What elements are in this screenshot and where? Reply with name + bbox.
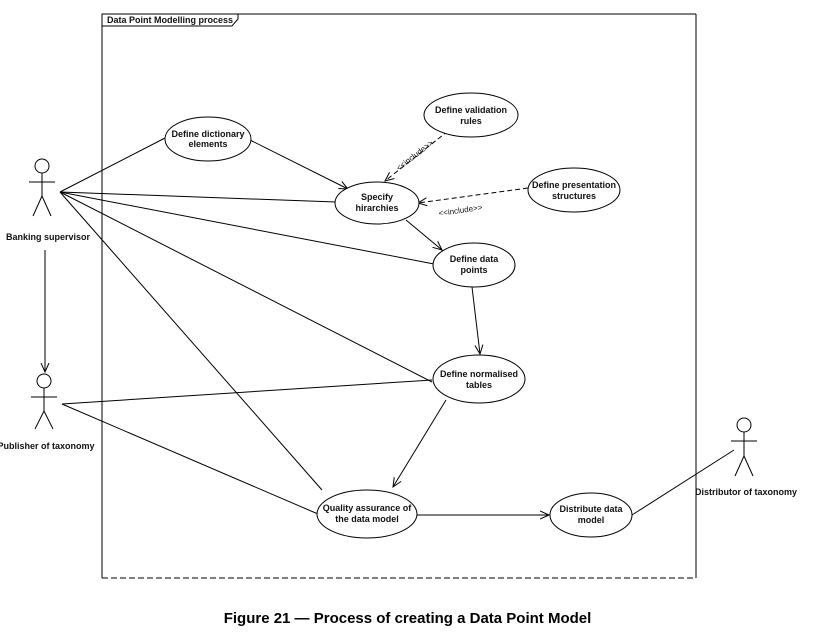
use-case-label-line: points — [461, 265, 488, 275]
use-case-specify-hierarchies: Specify hirarchies — [334, 181, 420, 225]
include-label-validation: <<include>> — [395, 138, 436, 172]
use-case-label-line: Define data — [450, 254, 500, 264]
actor-label: Publisher of taxonomy — [0, 441, 95, 451]
use-case-label-line: Specify — [361, 192, 393, 202]
actor-label: Banking supervisor — [6, 232, 91, 242]
use-case-label-line: Distribute data — [559, 504, 623, 514]
use-case-define-data-points: Define data points — [432, 242, 516, 288]
stick-figure-icon — [31, 373, 57, 430]
actor-banking-supervisor: Banking supervisor — [6, 158, 91, 242]
actor-publisher: Publisher of taxonomy — [0, 373, 95, 451]
actor-label: Distributor of taxonomy — [695, 487, 797, 497]
system-frame: Data Point Modelling process — [101, 13, 697, 579]
use-case-quality-assurance: Quality assurance of the data model — [316, 489, 418, 539]
use-case-diagram: Data Point Modelling process <<include>>… — [0, 13, 797, 579]
frame-title: Data Point Modelling process — [107, 15, 233, 25]
use-case-label-line: structures — [552, 191, 596, 201]
use-case-label-line: Define presentation — [532, 180, 616, 190]
use-case-label-line: hirarchies — [355, 203, 398, 213]
use-case-label-line: model — [578, 515, 605, 525]
use-case-label-line: Define normalised — [440, 369, 518, 379]
use-case-label-line: Define dictionary — [171, 129, 244, 139]
actor-distributor: Distributor of taxonomy — [695, 417, 797, 497]
associations — [59, 137, 735, 516]
use-case-define-presentation: Define presentation structures — [527, 167, 621, 213]
stick-figure-icon — [29, 158, 55, 217]
use-case-label-line: the data model — [335, 514, 399, 524]
use-case-label-line: tables — [466, 380, 492, 390]
flow-arrows — [249, 139, 549, 515]
use-case-label-line: elements — [188, 139, 227, 149]
stick-figure-icon — [731, 417, 757, 477]
frame-title-tab — [101, 13, 239, 27]
figure-caption: Figure 21 — Process of creating a Data P… — [223, 610, 592, 627]
use-case-label-line: Define validation — [435, 105, 507, 115]
include-label-presentation: <<include>> — [438, 203, 483, 218]
include-dependencies — [385, 130, 529, 203]
use-case-label-line: Quality assurance of — [323, 503, 413, 513]
use-case-distribute-model: Distribute data model — [549, 492, 633, 538]
use-case-define-dictionary: Define dictionary elements — [164, 116, 252, 162]
use-case-label-line: rules — [460, 116, 482, 126]
use-case-define-normalised: Define normalised tables — [432, 354, 526, 404]
use-case-define-validation: Define validation rules — [423, 92, 519, 138]
